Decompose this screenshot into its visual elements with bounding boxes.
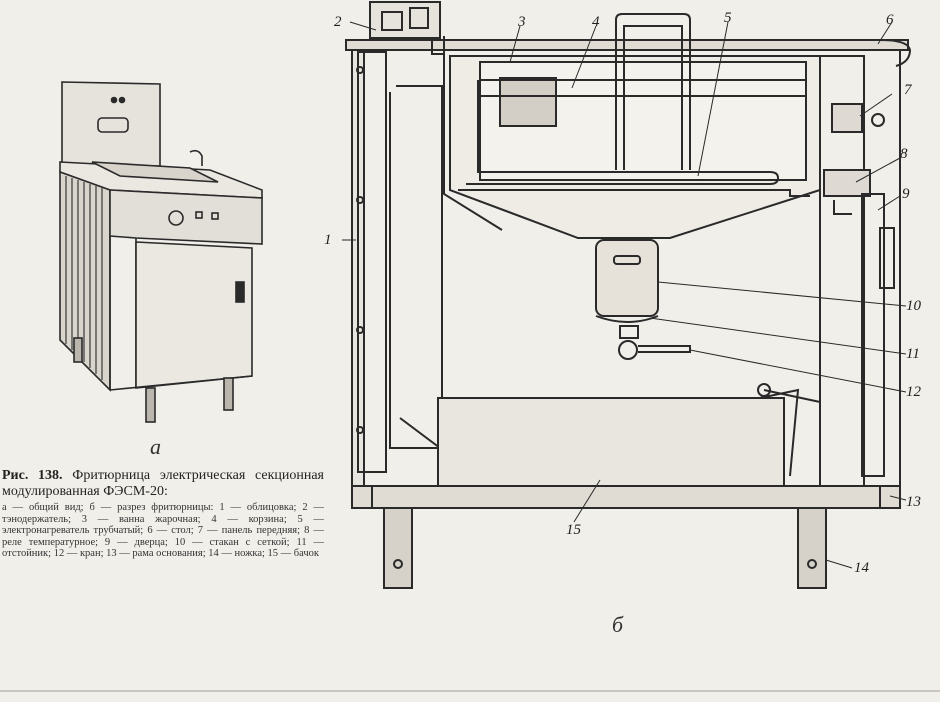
callout-13: 13 [906, 494, 921, 510]
cross-section-drawing [342, 1, 912, 589]
callout-1: 1 [324, 232, 332, 248]
caption-title: Рис. 138. Фритюрница электрическая секци… [2, 468, 324, 500]
general-view-drawing [59, 81, 263, 423]
figure-title: Фритюрница электрическая секционная моду… [2, 468, 324, 499]
callout-8: 8 [900, 146, 908, 162]
sublabel-a: а [150, 434, 161, 459]
callout-12: 12 [906, 384, 921, 400]
callout-6: 6 [886, 12, 894, 28]
callout-3: 3 [518, 14, 526, 30]
callout-14: 14 [854, 560, 869, 576]
callout-4: 4 [592, 14, 600, 30]
callout-11: 11 [906, 346, 920, 362]
caption-legend: а — общий вид; б — разрез фритюрницы: 1 … [2, 502, 324, 559]
callout-15: 15 [566, 522, 581, 538]
callout-10: 10 [906, 298, 921, 314]
page-edge-rule [0, 690, 940, 692]
callout-9: 9 [902, 186, 910, 202]
callout-7: 7 [904, 82, 912, 98]
figure-number: Рис. 138. [2, 468, 63, 483]
sublabel-b: б [612, 612, 624, 637]
figure-caption: Рис. 138. Фритюрница электрическая секци… [2, 468, 324, 560]
callout-5: 5 [724, 10, 732, 26]
callout-2: 2 [334, 14, 342, 30]
